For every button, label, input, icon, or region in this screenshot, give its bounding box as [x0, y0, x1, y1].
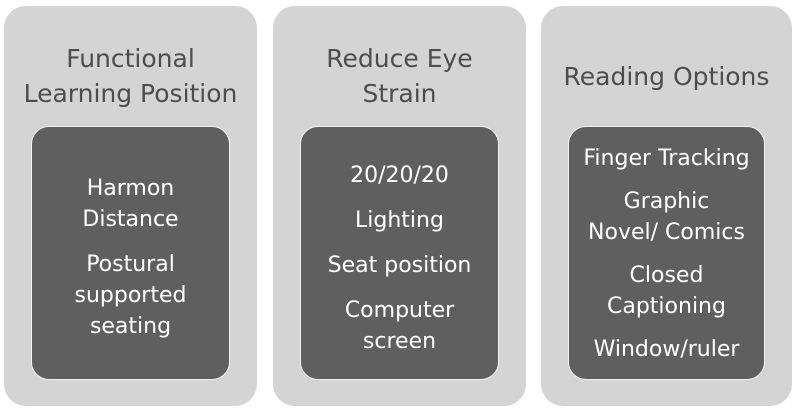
panel-title: Reading Options	[541, 26, 792, 126]
item-line: Novel/ Comics	[588, 220, 745, 245]
item-line: Graphic	[623, 189, 710, 214]
title-line: Learning Position	[23, 79, 238, 108]
item-line: Window/ruler	[593, 337, 740, 362]
list-item-computer-screen: Computer screen	[341, 295, 458, 357]
inner-box: Harmon Distance Postural supported seati…	[31, 126, 230, 380]
item-line: 20/20/20	[350, 163, 449, 188]
list-item-lighting: Lighting	[351, 205, 448, 236]
panel-functional-learning-position: Functional Learning Position Harmon Dist…	[4, 6, 257, 406]
item-line: Closed	[629, 263, 704, 288]
panel-reading-options: Reading Options Finger Tracking Graphic …	[541, 6, 792, 406]
inner-box: Finger Tracking Graphic Novel/ Comics Cl…	[568, 126, 765, 380]
list-item-graphic-novel: Graphic Novel/ Comics	[584, 186, 749, 248]
panel-title: Reduce Eye Strain	[273, 26, 526, 126]
panel-reduce-eye-strain: Reduce Eye Strain 20/20/20 Lighting Seat…	[273, 6, 526, 406]
title-line: Reduce Eye	[326, 44, 473, 73]
list-item-closed-captioning: Closed Captioning	[603, 260, 730, 322]
item-line: seating	[89, 314, 172, 339]
item-line: Computer	[344, 298, 455, 323]
item-line: Harmon	[86, 176, 175, 201]
item-line: Lighting	[355, 208, 444, 233]
panel-title: Functional Learning Position	[4, 26, 257, 126]
item-line: Captioning	[607, 294, 726, 319]
title-line: Reading Options	[563, 61, 770, 91]
inner-box: 20/20/20 Lighting Seat position Computer…	[300, 126, 499, 380]
list-item-20-20-20: 20/20/20	[346, 160, 453, 191]
list-item-postural-seating: Postural supported seating	[71, 249, 191, 342]
list-item-finger-tracking: Finger Tracking	[579, 143, 753, 174]
item-line: Postural	[86, 252, 175, 277]
list-item-window-ruler: Window/ruler	[590, 334, 744, 365]
title-line: Strain	[362, 79, 437, 108]
item-line: Finger Tracking	[583, 146, 750, 171]
title-line: Functional	[66, 44, 195, 73]
item-line: Distance	[82, 207, 179, 232]
list-item-seat-position: Seat position	[324, 250, 476, 281]
item-line: screen	[362, 329, 437, 354]
item-line: supported	[74, 283, 187, 308]
list-item-harmon-distance: Harmon Distance	[78, 173, 182, 235]
item-line: Seat position	[327, 253, 472, 278]
